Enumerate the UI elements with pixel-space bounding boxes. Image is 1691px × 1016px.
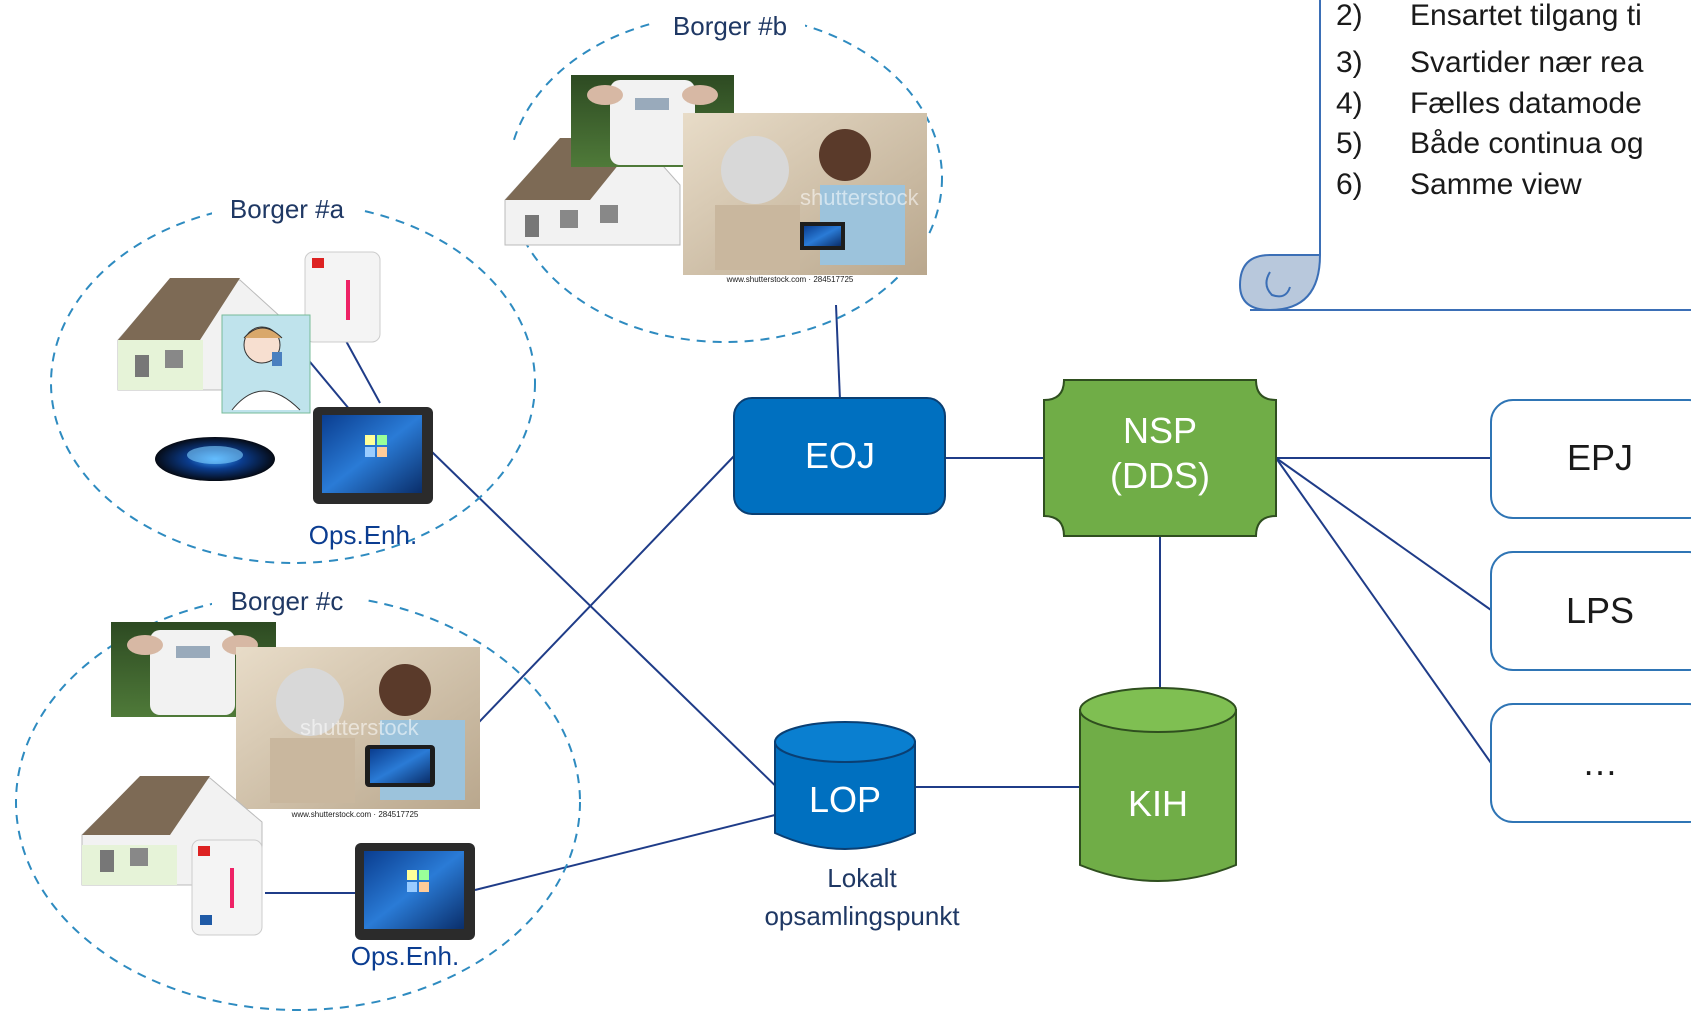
requirement-item: 6) Samme view xyxy=(1336,168,1582,201)
lop-caption-line1: Lokalt xyxy=(827,863,897,893)
patient-nurse-photo: shutterstock www.shutterstock.com · 2845… xyxy=(683,113,927,284)
stock-watermark: shutterstock xyxy=(800,185,920,210)
patient-nurse-photo: shutterstock www.shutterstock.com · 2845… xyxy=(236,647,480,819)
tablet-device-a-image xyxy=(313,407,433,504)
link-device-c-eoj xyxy=(434,454,736,769)
requirement-item: 3) Svartider nær rea xyxy=(1336,46,1644,79)
requirement-item: 5) Både continua og xyxy=(1336,127,1644,160)
link-borger-b-eoj xyxy=(835,304,841,401)
requirement-item: 2) Ensartet tilgang ti xyxy=(1336,0,1642,32)
borger-b-label: Borger #b xyxy=(673,11,787,41)
link-nsp-lps xyxy=(1275,457,1492,611)
tablet-device-c-image xyxy=(355,843,475,940)
svg-text:Samme view: Samme view xyxy=(1410,168,1582,201)
inhaler-person-image xyxy=(221,314,311,414)
svg-text:4): 4) xyxy=(1336,87,1363,120)
blood-pressure-monitor-image xyxy=(191,839,263,936)
borger-c-label: Borger #c xyxy=(231,586,344,616)
sensor-puck-image xyxy=(155,437,275,481)
svg-text:3): 3) xyxy=(1336,46,1363,79)
svg-text:Fælles datamode: Fælles datamode xyxy=(1410,87,1642,120)
svg-text:Svartider nær rea: Svartider nær rea xyxy=(1410,46,1644,79)
device-c-label: Ops.Enh. xyxy=(351,941,459,971)
requirement-item: 4) Fælles datamode xyxy=(1336,87,1642,120)
stock-credit: www.shutterstock.com · 284517725 xyxy=(726,275,854,284)
eoj-label: EOJ xyxy=(805,435,875,476)
requirements-scroll: 2) Ensartet tilgang ti 3) Svartider nær … xyxy=(1238,0,1691,312)
nsp-label: NSP xyxy=(1123,410,1197,451)
svg-text:Ensartet tilgang ti: Ensartet tilgang ti xyxy=(1410,0,1642,32)
more-label: … xyxy=(1582,742,1618,783)
svg-text:6): 6) xyxy=(1336,168,1363,201)
nsp-sublabel: (DDS) xyxy=(1110,455,1210,496)
borger-b-group: Borger #b shutterstock xyxy=(504,10,943,343)
svg-text:2): 2) xyxy=(1336,0,1363,32)
kih-node[interactable]: KIH xyxy=(1079,687,1237,882)
eoj-node[interactable]: EOJ xyxy=(733,397,946,515)
link-device-c2-lop xyxy=(474,814,776,891)
borger-c-group: Borger #c shutterstock www.shutterstock.… xyxy=(15,584,581,1011)
more-systems-box[interactable]: … xyxy=(1490,703,1691,823)
borger-a-group: Borger #a xyxy=(50,193,536,564)
borger-a-label: Borger #a xyxy=(230,194,345,224)
epj-label: EPJ xyxy=(1567,437,1633,478)
stock-credit: www.shutterstock.com · 284517725 xyxy=(291,810,419,819)
link-nsp-more xyxy=(1275,457,1492,764)
lps-box[interactable]: LPS xyxy=(1490,551,1691,671)
svg-text:5): 5) xyxy=(1336,127,1363,160)
tablet-in-photo-image xyxy=(365,745,435,787)
blood-pressure-monitor-image xyxy=(304,251,381,343)
lop-node[interactable]: LOP xyxy=(774,721,916,850)
lps-label: LPS xyxy=(1566,590,1634,631)
device-a-label: Ops.Enh. xyxy=(309,520,417,550)
lop-label: LOP xyxy=(809,779,881,820)
lop-caption-line2: opsamlingspunkt xyxy=(764,901,960,931)
epj-box[interactable]: EPJ xyxy=(1490,399,1691,519)
stock-watermark: shutterstock xyxy=(300,715,420,740)
kih-label: KIH xyxy=(1128,783,1188,824)
svg-text:Både continua og: Både continua og xyxy=(1410,127,1644,160)
nsp-node[interactable]: NSP (DDS) xyxy=(1043,379,1277,537)
link-device-a-lop xyxy=(429,449,791,801)
